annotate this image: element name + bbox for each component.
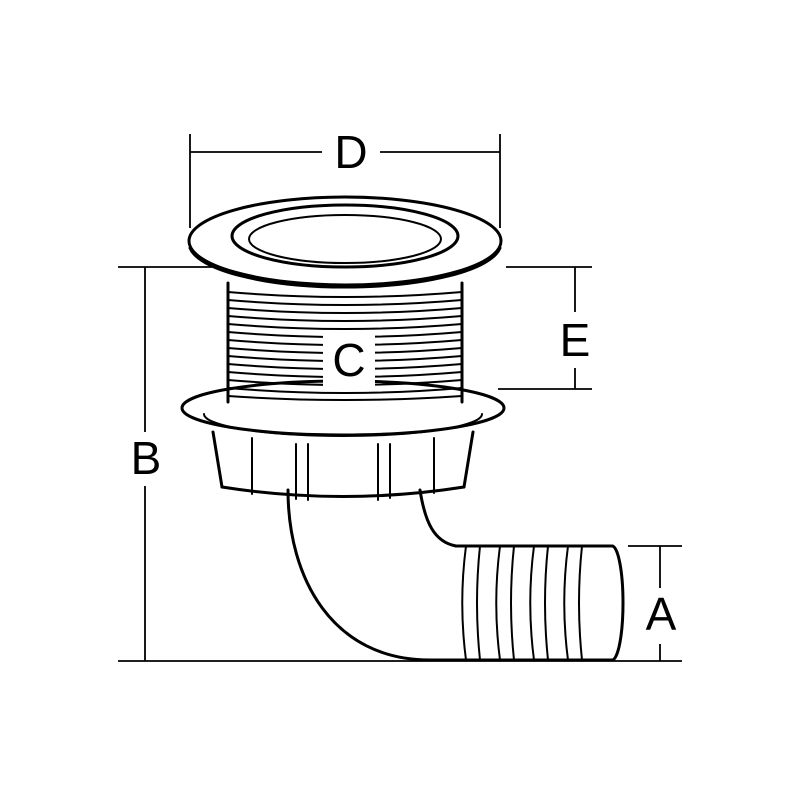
elbow-outer-curve	[286, 488, 432, 662]
dim-label-a: A	[646, 588, 677, 640]
thread-barrel-sides	[226, 281, 464, 404]
skirt-bottom-edge	[220, 485, 466, 498]
label-c-group: C	[323, 330, 375, 388]
skirt-right-edge	[462, 430, 475, 489]
dim-label-b: B	[131, 432, 162, 484]
dim-label-d: D	[334, 126, 367, 178]
dimension-b: B	[118, 266, 682, 662]
dimension-a: A	[628, 545, 682, 661]
elbow	[286, 488, 458, 662]
skirt-left-edge	[211, 430, 224, 489]
elbow-inner-curve	[418, 488, 458, 548]
barb-end-cap	[610, 544, 625, 662]
top-flange	[187, 195, 503, 289]
dim-label-e: E	[560, 314, 591, 366]
flange-lower-rim-arc	[188, 246, 502, 289]
locking-ring-inner-arc	[203, 413, 483, 437]
dimension-d: D	[189, 126, 501, 228]
locking-ring	[180, 379, 506, 437]
hose-barb	[428, 544, 625, 662]
barb-ridges	[461, 545, 583, 661]
flange-inner-lip-ellipse	[230, 203, 460, 269]
castellated-skirt	[211, 430, 475, 501]
dim-e-extension-lines	[498, 266, 592, 390]
flange-opening-ellipse	[248, 214, 442, 264]
dim-label-c: C	[332, 334, 365, 386]
flange-outer-ellipse	[187, 195, 503, 287]
skirt-slots	[251, 437, 435, 501]
dimension-e: E	[498, 266, 592, 390]
label-c-background	[323, 330, 375, 388]
dim-d-extension-lines	[189, 134, 501, 228]
